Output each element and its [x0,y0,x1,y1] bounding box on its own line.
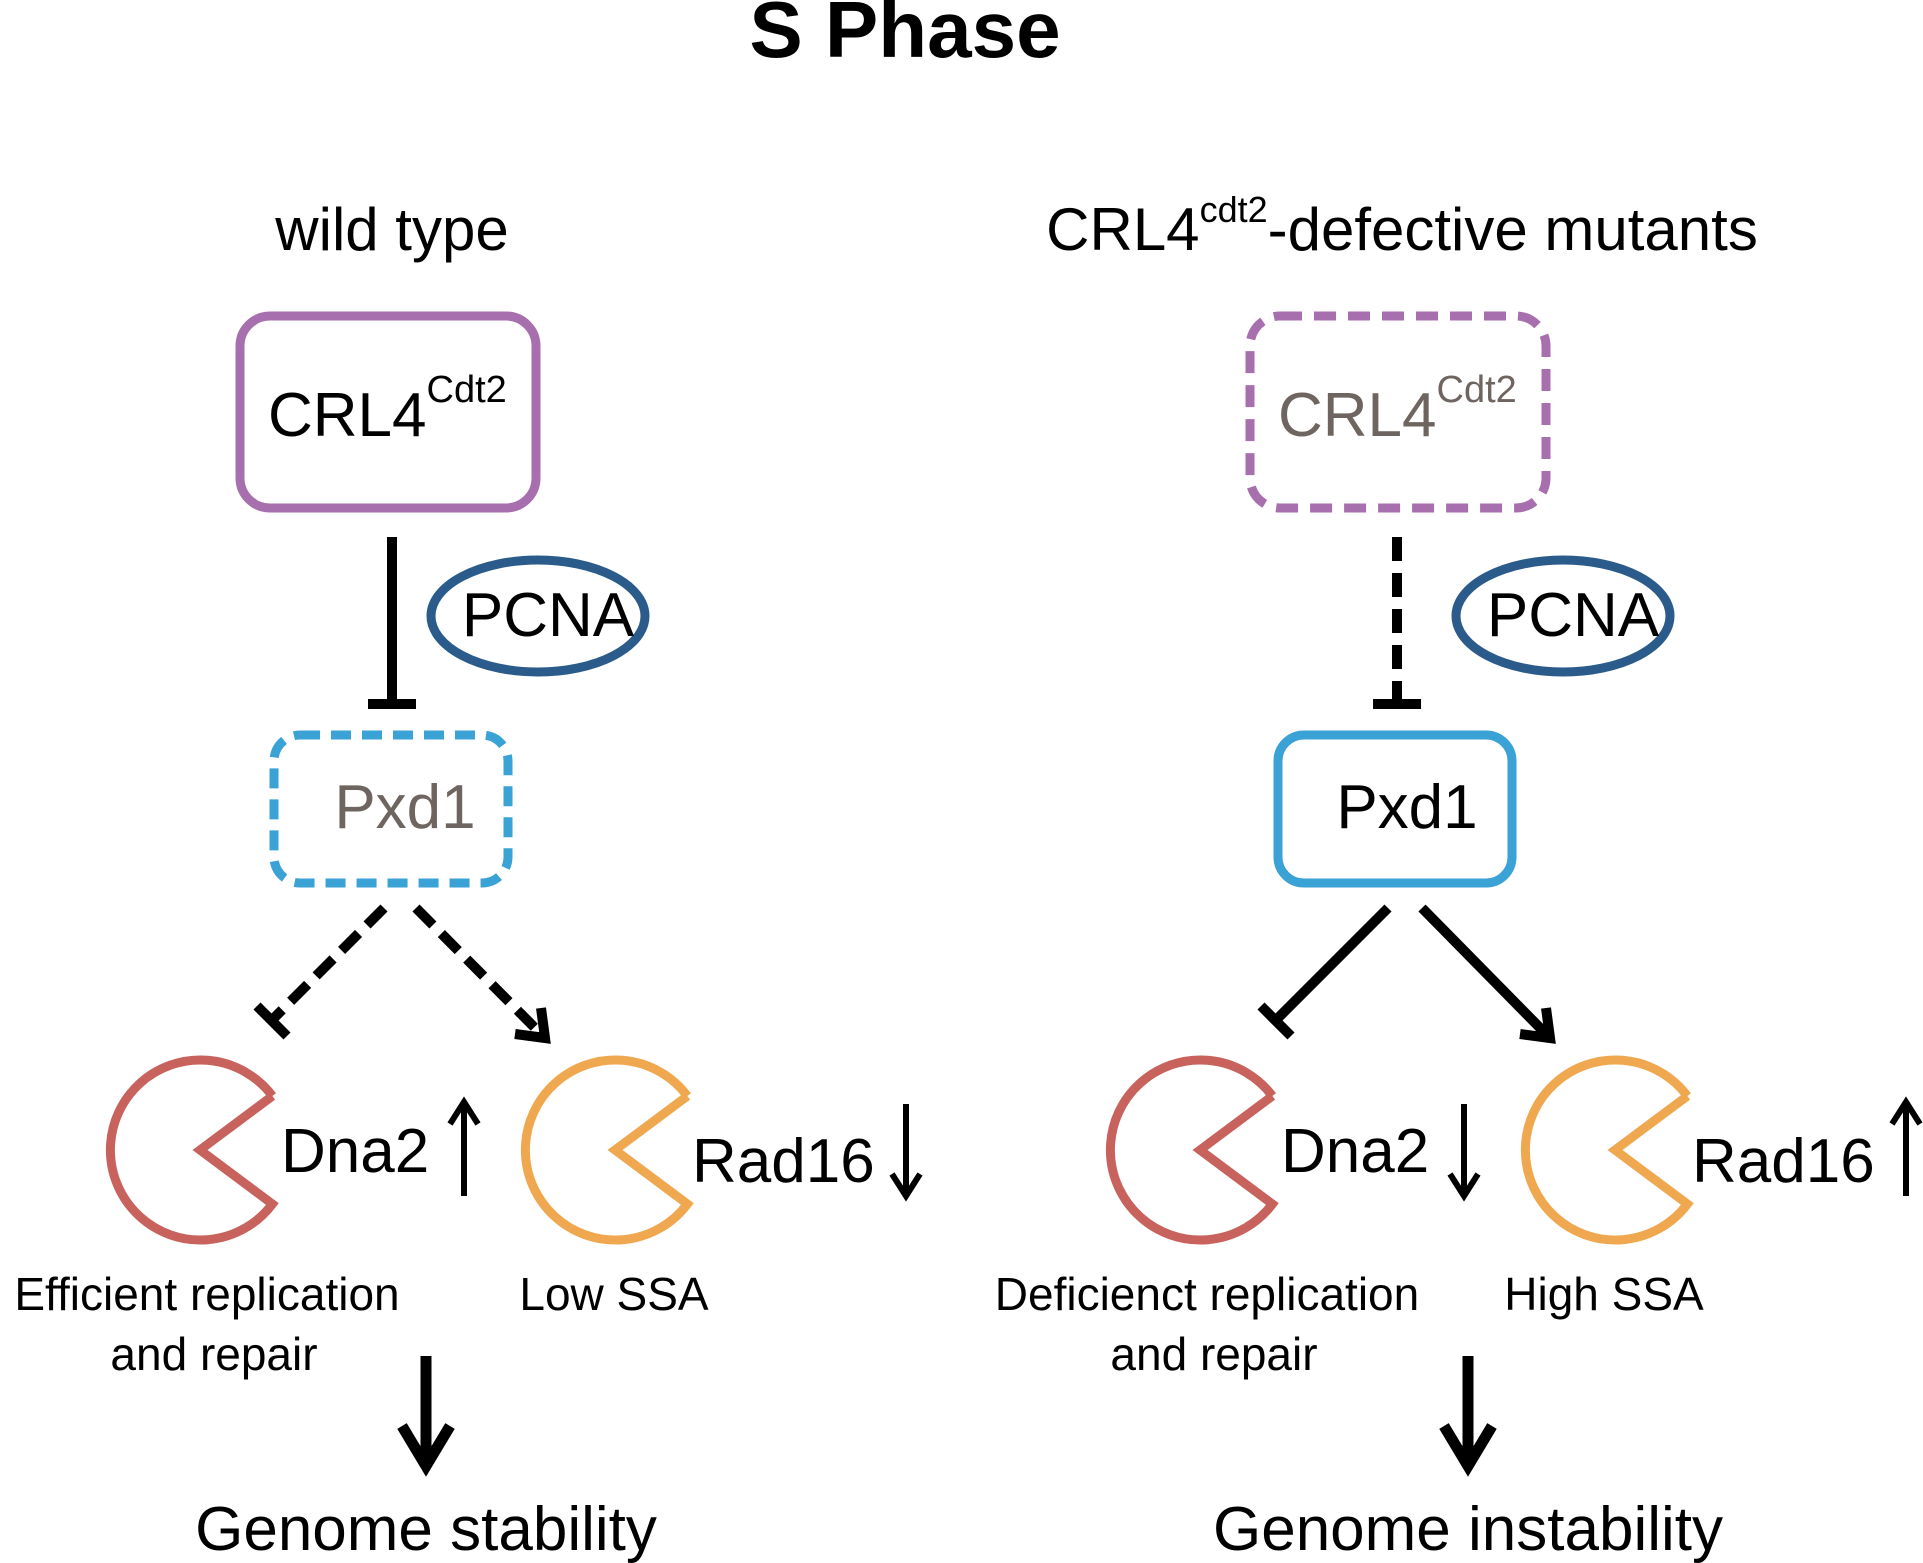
crl4-label-left: CRL4Cdt2 [268,369,507,450]
rad16-up-arrowhead-right [1889,1096,1923,1126]
pcna-label-right: PCNA [1487,581,1660,650]
diagram-title: S Phase [749,0,1060,74]
inhibit-bar-pxd1-dna2-right [1257,1002,1295,1040]
wild-type-heading: wild type [274,196,508,263]
crl4-main-left: CRL4 [268,381,427,450]
dna2-up-arrowhead-left [447,1096,481,1126]
dna2-caption-line2-right: and repair [1110,1328,1317,1380]
dna2-pacman-left [105,1055,279,1245]
mutant-heading-rest: -defective mutants [1268,196,1758,263]
pcna-label-left: PCNA [462,581,635,650]
inhibit-line-pxd1-dna2-left [268,904,388,1024]
rad16-label-right: Rad16 [1692,1127,1875,1196]
rad16-caption-left: Low SSA [519,1268,709,1320]
dna2-caption-line1-left: Efficient replication [14,1268,399,1320]
activate-arrowhead-pxd1-rad16-right [1519,1007,1556,1044]
pcna-ellipse-left [426,555,650,677]
crl4-box-left [235,311,541,513]
rad16-pacman-right [1520,1055,1694,1245]
inhibit-bar-pxd1-dna2-left [253,1002,291,1040]
mutant-heading-sup: cdt2 [1200,189,1268,230]
rad16-caption-right: High SSA [1504,1268,1704,1320]
activate-line-pxd1-rad16-left [412,904,547,1040]
rad16-pacman-left [520,1055,694,1245]
crl4-box-right [1245,311,1551,513]
crl4-sup-left: Cdt2 [427,369,507,411]
dna2-caption-line1-right: Deficienct replication [995,1268,1419,1320]
pxd1-box-left [269,730,513,888]
inhibit-line-pxd1-dna2-right [1272,904,1392,1024]
mutant-panel: CRL4cdt2-defective mutants CRL4Cdt2 PCNA… [995,189,1923,1563]
crl4-main-right: CRL4 [1278,381,1437,450]
outcome-arrowhead-right [1439,1423,1497,1477]
pxd1-label-left: Pxd1 [334,773,475,842]
mutant-heading-main: CRL4 [1046,196,1199,263]
dna2-label-left: Dna2 [281,1117,429,1186]
pxd1-label-right: Pxd1 [1336,773,1477,842]
mutant-heading: CRL4cdt2-defective mutants [1046,189,1758,263]
crl4-sup-right: Cdt2 [1437,369,1517,411]
outcome-left: Genome stability [195,1495,657,1563]
outcome-right: Genome instability [1213,1495,1723,1563]
crl4-label-right: CRL4Cdt2 [1278,369,1517,450]
activate-line-pxd1-rad16-right [1418,904,1552,1040]
dna2-down-arrowhead-right [1447,1172,1481,1202]
dna2-pacman-right [1105,1055,1279,1245]
outcome-arrowhead-left [397,1423,455,1477]
activate-arrowhead-pxd1-rad16-left [514,1007,551,1044]
pcna-ellipse-right [1451,555,1675,677]
wild-type-panel: wild type CRL4Cdt2 PCNA Pxd1 Dna2 Rad16 … [14,196,923,1563]
dna2-label-right: Dna2 [1281,1117,1429,1186]
pxd1-box-right [1273,730,1517,888]
rad16-label-left: Rad16 [692,1127,875,1196]
rad16-down-arrowhead-left [889,1172,923,1202]
dna2-caption-line2-left: and repair [110,1328,317,1380]
